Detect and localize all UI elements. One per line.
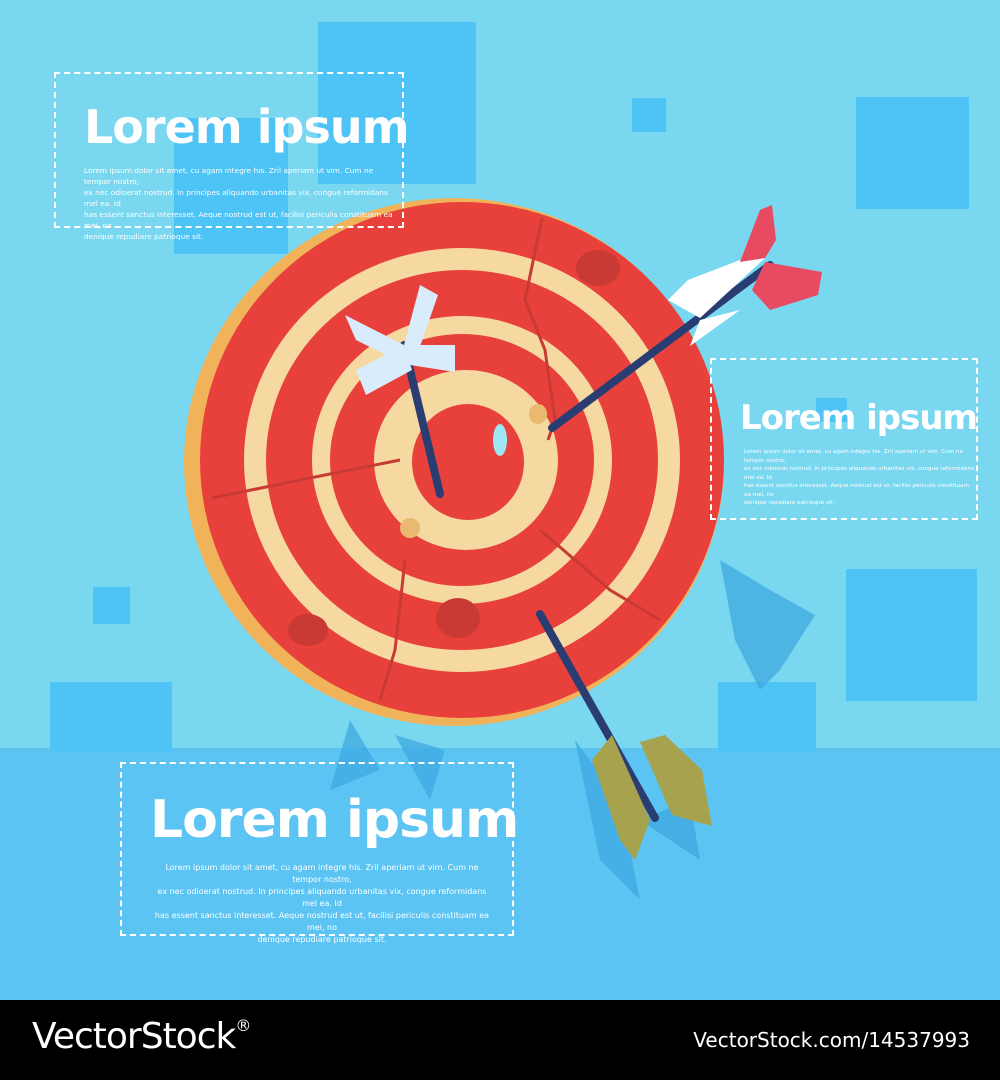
panel-heading: Lorem ipsum: [150, 790, 519, 850]
decor-squares: [50, 22, 977, 752]
panel-body: Lorem ipsum dolor sit amet, cu agam inte…: [154, 863, 490, 944]
registered-mark: ®: [235, 1016, 251, 1035]
text-panel-bottom: Lorem ipsum Lorem ipsum dolor sit amet, …: [120, 762, 519, 944]
watermark-brand-text: VectorStock: [32, 1016, 236, 1057]
panel-heading: Lorem ipsum: [740, 398, 978, 438]
arrow-lower: [536, 610, 712, 860]
panel-body: Lorem ipsum dolor sit amet, cu agam inte…: [744, 449, 974, 506]
text-panel-right: Lorem ipsum Lorem ipsum dolor sit amet, …: [710, 358, 978, 520]
target-illustration: [0, 0, 1000, 1000]
background-band: [0, 748, 1000, 1000]
target-board: [184, 198, 724, 726]
arrow-center: [345, 285, 455, 498]
panel-heading: Lorem ipsum: [84, 100, 409, 154]
watermark-bar: VectorStock® VectorStock.com/14537993: [0, 1000, 1000, 1080]
panel-body: Lorem ipsum dolor sit amet, cu agam inte…: [84, 166, 393, 241]
watermark-url: VectorStock.com/14537993: [693, 1028, 970, 1052]
watermark-brand: VectorStock®: [32, 1016, 251, 1057]
text-panel-top-left: Lorem ipsum Lorem ipsum dolor sit amet, …: [54, 72, 409, 241]
arrow-upper-right: [548, 205, 822, 432]
